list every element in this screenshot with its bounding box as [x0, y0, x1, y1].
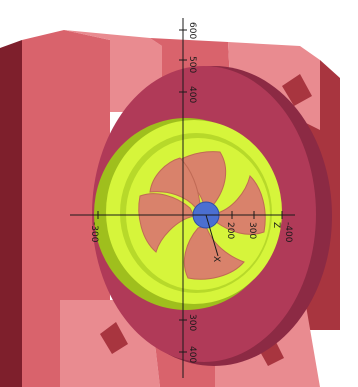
- vane-upper-left: [149, 157, 201, 209]
- housing-left-face: [22, 30, 110, 387]
- vane-left: [138, 193, 195, 253]
- vane-bottom: [183, 225, 245, 280]
- impeller-vanes: [138, 151, 266, 280]
- vane-right: [213, 175, 266, 235]
- v-label-lower-2: 400: [187, 346, 197, 363]
- v-label-upper-1: 500: [187, 56, 197, 73]
- x-axis-label: X: [211, 256, 221, 262]
- housing-left-side: [0, 40, 22, 387]
- v-label-lower-1: 300: [187, 314, 197, 331]
- h-label-right-2: 300: [247, 222, 257, 239]
- z-axis-label: Z: [271, 222, 281, 228]
- v-label-upper-2: 400: [187, 86, 197, 103]
- h-label-left: -300: [89, 222, 99, 243]
- housing-top-left-block: [64, 30, 162, 112]
- bolt-tab-top-right: [282, 74, 312, 106]
- h-label-right-1: 200: [225, 222, 235, 239]
- v-label-top: 600: [187, 22, 197, 39]
- axes: 600 500 400 300 400 -300 200 300 -400 Z …: [70, 18, 295, 378]
- bolt-tab-bottom-left: [100, 322, 128, 354]
- h-label-right-3: -400: [283, 222, 293, 243]
- x-axis-line: [205, 214, 219, 257]
